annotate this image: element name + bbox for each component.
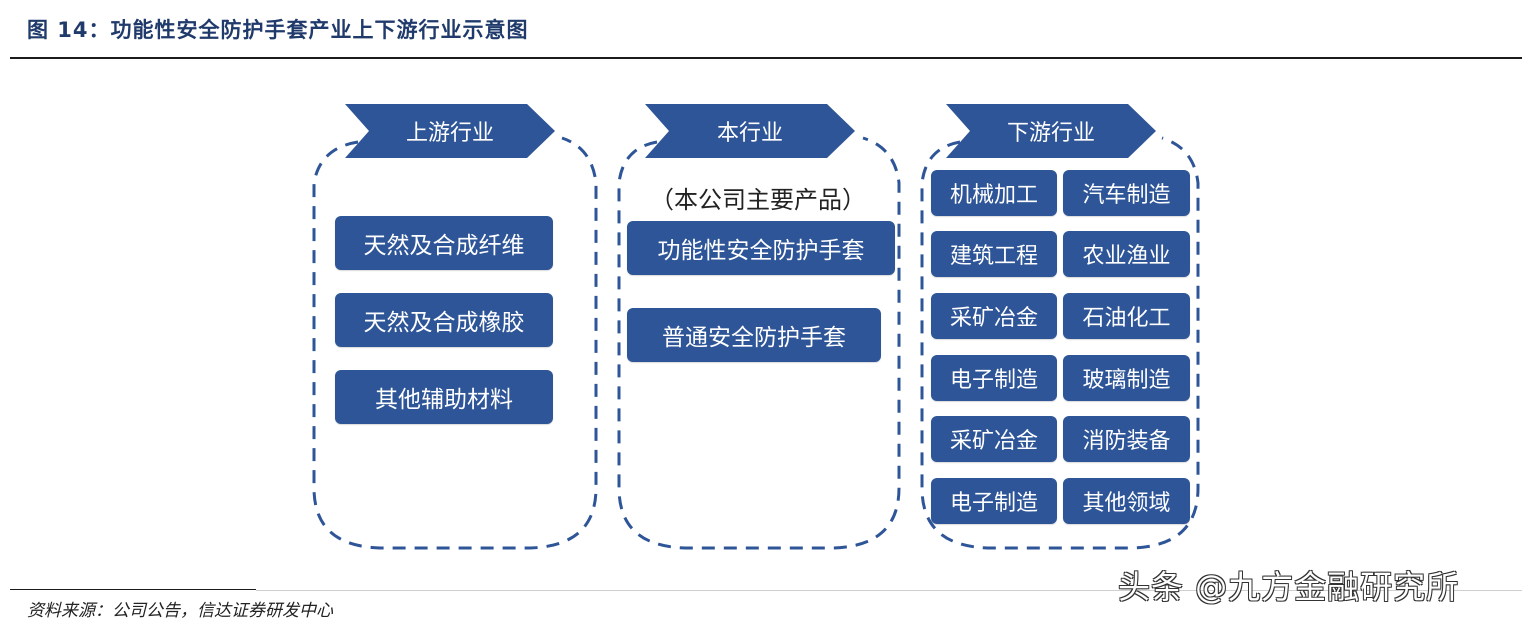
downstream-item: 电子制造 — [931, 355, 1057, 401]
main-header-label: 本行业 — [716, 121, 783, 146]
downstream-item: 玻璃制造 — [1063, 355, 1190, 401]
source-note: 资料来源：公司公告，信达证券研发中心 — [27, 601, 333, 621]
downstream-item: 机械加工 — [931, 170, 1057, 216]
source-divider — [10, 589, 256, 590]
downstream-item: 消防装备 — [1063, 416, 1190, 462]
downstream-item: 采矿冶金 — [931, 416, 1057, 462]
downstream-item: 建筑工程 — [931, 231, 1057, 277]
downstream-item: 汽车制造 — [1063, 170, 1190, 216]
downstream-item: 采矿冶金 — [931, 293, 1057, 339]
upstream-item: 天然及合成纤维 — [335, 216, 553, 270]
main-frame — [615, 128, 903, 550]
downstream-item: 其他领域 — [1063, 478, 1190, 524]
upstream-item: 其他辅助材料 — [335, 370, 553, 424]
source-divider-light — [256, 590, 1522, 591]
figure-title: 图 14：功能性安全防护手套产业上下游行业示意图 — [27, 18, 529, 42]
main-products-note: （本公司主要产品） — [650, 186, 866, 214]
downstream-item: 石油化工 — [1063, 293, 1190, 339]
downstream-header-label: 下游行业 — [1006, 121, 1095, 146]
downstream-header: 下游行业 — [946, 104, 1156, 158]
downstream-item: 农业渔业 — [1063, 231, 1190, 277]
upstream-frame — [310, 128, 600, 550]
main-item: 功能性安全防护手套 — [627, 221, 895, 275]
upstream-header: 上游行业 — [345, 104, 555, 158]
watermark: 头条 @九方金融研究所 — [1118, 568, 1460, 606]
downstream-frame — [918, 128, 1202, 550]
downstream-item: 电子制造 — [931, 478, 1057, 524]
upstream-header-label: 上游行业 — [405, 121, 494, 146]
upstream-item: 天然及合成橡胶 — [335, 293, 553, 347]
main-header: 本行业 — [645, 104, 855, 158]
title-divider — [10, 57, 1522, 59]
main-item: 普通安全防护手套 — [627, 308, 881, 362]
